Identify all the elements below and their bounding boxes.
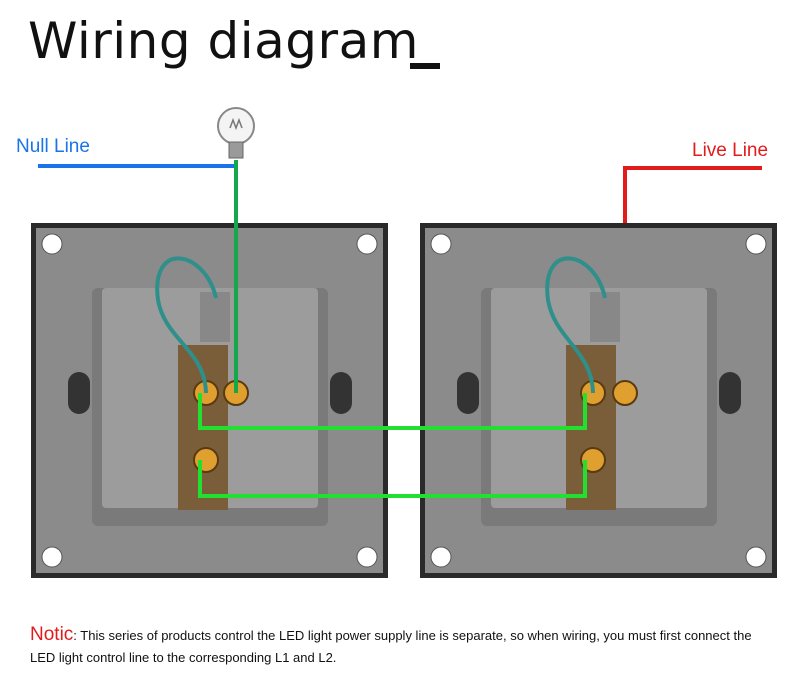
notice-text: Notic: This series of products control t… <box>30 624 775 669</box>
null-line-label: Null Line <box>16 136 90 157</box>
traveler-wire-upper <box>198 393 587 430</box>
page-title: Wiring diagram <box>28 12 419 70</box>
traveler-wire-lower <box>198 460 587 498</box>
right-loop-wire <box>545 256 607 394</box>
light-bulb-icon <box>217 107 255 159</box>
title-underscore <box>410 63 440 69</box>
left-loop-wire <box>155 256 218 394</box>
notice-body: : This series of products control the LE… <box>30 628 752 665</box>
live-line-label: Live Line <box>692 140 769 161</box>
notice-head: Notic <box>30 624 74 645</box>
